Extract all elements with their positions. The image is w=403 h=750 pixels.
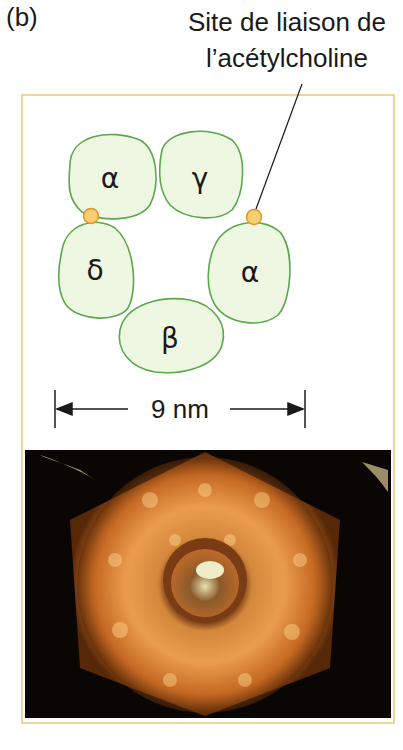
binding-site (247, 210, 262, 225)
subunit: γ (175, 153, 225, 203)
subunit-letter: δ (86, 254, 103, 287)
subunit-letter: β (161, 322, 179, 355)
panel-letter: (b) (6, 2, 66, 33)
subunit: α (225, 247, 275, 297)
binding-site (84, 209, 99, 224)
subunit-letter: α (101, 162, 119, 195)
subunit: α (85, 153, 135, 203)
frame (22, 95, 394, 723)
dimension-label: 9 nm (147, 394, 213, 425)
subunit: δ (70, 245, 120, 295)
callout-label: Site de liaison de l’acétylcholine (176, 4, 398, 76)
subunit: β (145, 313, 195, 363)
micrograph (25, 450, 391, 718)
dimension-line (55, 390, 305, 428)
subunit-letter: γ (192, 162, 209, 195)
subunit-shapes (59, 131, 290, 372)
subunit-letter: α (241, 256, 259, 289)
leader-line (256, 84, 302, 209)
